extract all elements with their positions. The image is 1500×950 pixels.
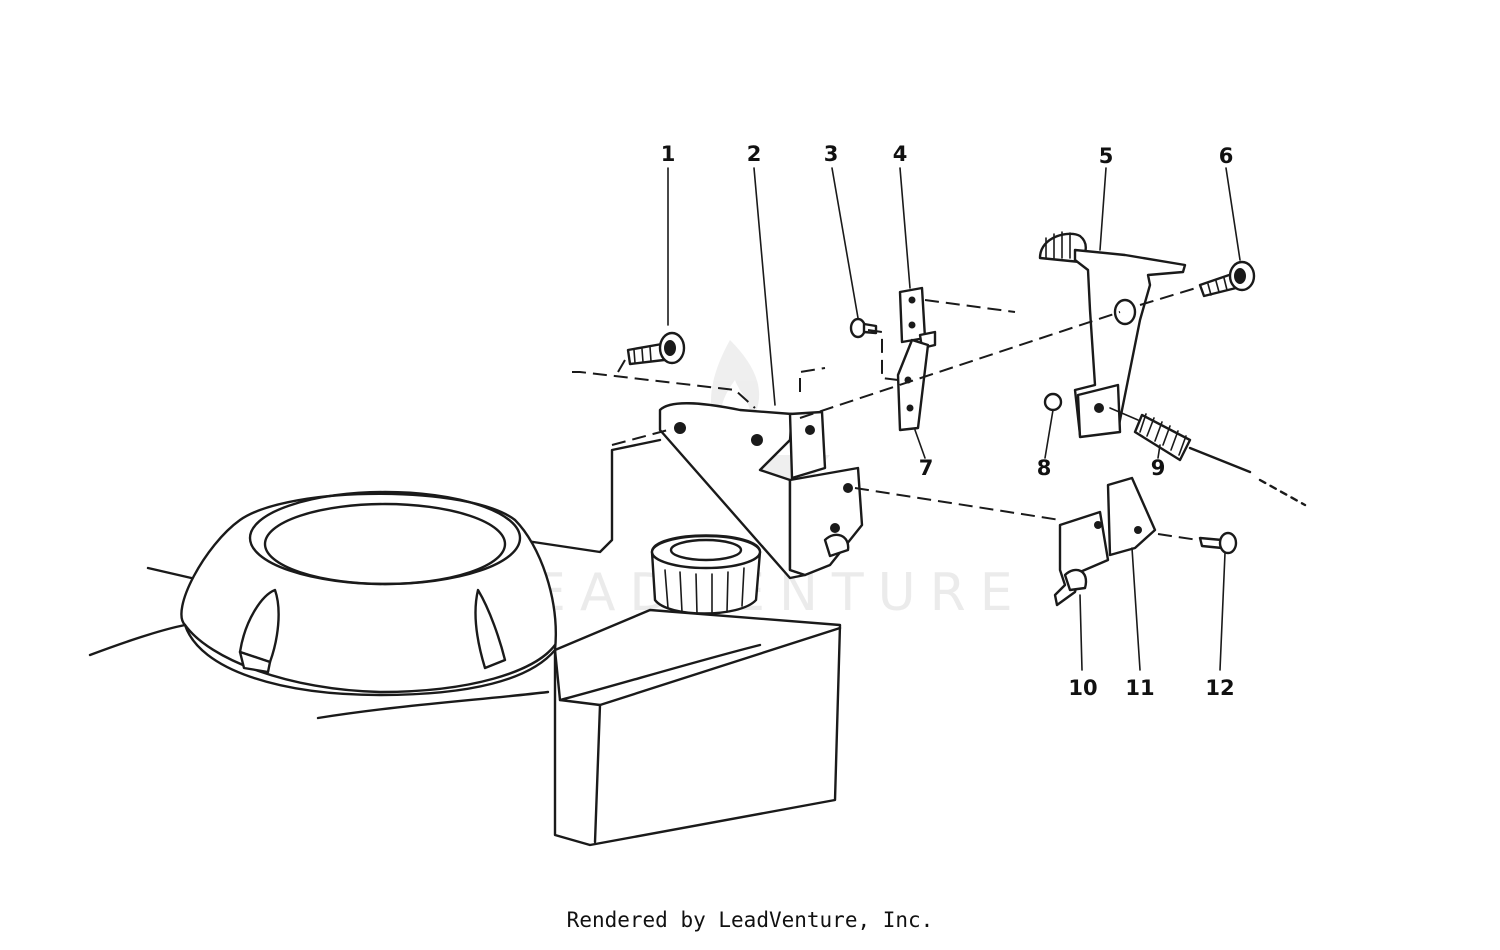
part-9-spring-cable [1109,407,1307,507]
callout-3: 3 [824,142,839,166]
fuel-tank [553,608,842,847]
recoil-starter-cover [180,490,557,697]
part-12-screw [1198,531,1238,555]
footer-credit: Rendered by LeadVenture, Inc. [566,908,934,932]
callout-11: 11 [1125,676,1154,700]
callout-6: 6 [1219,144,1234,168]
assembly-lines [572,287,1199,541]
part-3-screw [849,317,878,339]
part-5-control-lever [1038,231,1187,439]
part-11-plate [1106,476,1157,557]
callout-8: 8 [1037,456,1052,480]
part-8-ball [1043,392,1063,412]
callout-12: 12 [1205,676,1234,700]
part-10-clip [1053,510,1110,607]
engine-outline [88,438,662,720]
callout-4: 4 [893,142,908,166]
callout-9: 9 [1151,456,1166,480]
callout-5: 5 [1099,144,1114,168]
callout-2: 2 [747,142,762,166]
callout-1: 1 [661,142,676,166]
part-4-plate [898,286,937,350]
part-1-bolt [626,331,686,366]
leader-lines [667,167,1241,671]
fuel-cap [650,534,762,615]
callout-7: 7 [919,456,934,480]
callout-labels: 1 2 3 4 5 6 7 8 9 10 11 12 [661,142,1235,700]
part-6-bolt [1198,260,1256,298]
part-2-bracket [658,402,864,580]
callout-10: 10 [1068,676,1097,700]
